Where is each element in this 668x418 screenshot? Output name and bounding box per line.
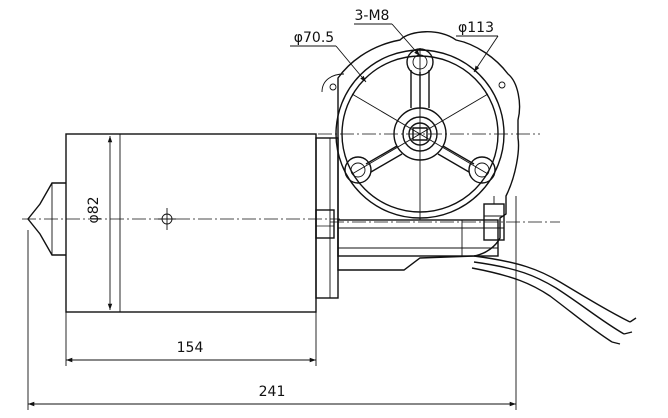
gearbox-housing xyxy=(318,31,560,271)
bolt-circle-label: φ70.5 xyxy=(294,30,334,46)
body-length-label: 154 xyxy=(177,340,204,356)
overall-length-label: 241 xyxy=(259,384,286,400)
flange-diameter-label: φ113 xyxy=(458,20,494,36)
bolt-hole-top xyxy=(406,48,434,76)
lead-wires xyxy=(471,255,637,345)
bolt-hole-right xyxy=(468,156,496,184)
mounting-holes-label: 3-M8 xyxy=(355,8,390,24)
leader-phi-70-5: φ70.5 xyxy=(290,30,367,83)
motor-center-mark xyxy=(158,208,176,230)
motor-body xyxy=(22,133,340,313)
dimension-241: 241 xyxy=(27,384,516,407)
diameter-82-label: φ82 xyxy=(86,196,102,223)
bolt-hole-left xyxy=(344,156,372,184)
dimension-154: 154 xyxy=(66,340,316,363)
leader-phi-113: φ113 xyxy=(456,20,499,73)
leader-3-m8: 3-M8 xyxy=(354,8,421,57)
adapter-plate xyxy=(315,137,339,299)
